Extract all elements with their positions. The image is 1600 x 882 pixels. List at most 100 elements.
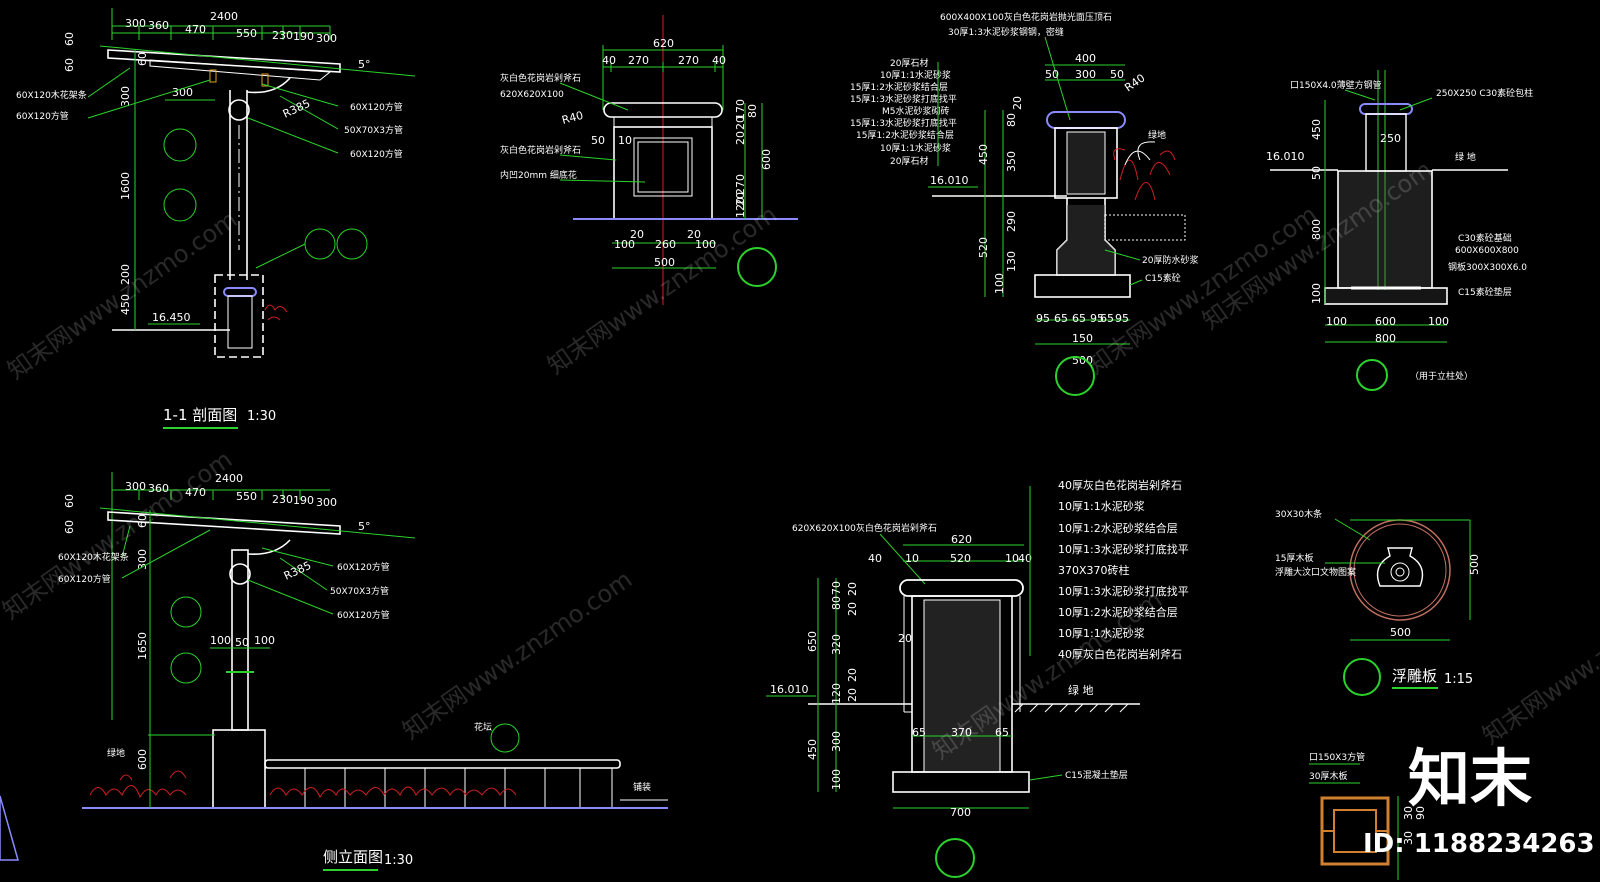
s1-scale: 1:30: [247, 409, 276, 424]
s5-dim-550: 550: [236, 490, 257, 503]
s1-dim-300b: 300: [316, 32, 337, 45]
s2-dr-20a: 20: [734, 131, 747, 145]
s3-layer-5: M5水泥砂浆砌砖: [882, 105, 950, 117]
s1-dim-l450: 450: [119, 294, 132, 315]
s1-note-l2: 60X120方管: [16, 110, 69, 122]
s4-d250: 250: [1380, 132, 1401, 145]
s1-dim-470: 470: [185, 23, 206, 36]
s5-green: 绿地: [107, 747, 125, 759]
watermark-text: 知末网www.znzmo.com: [2, 205, 242, 385]
s5-note-l2: 60X120方管: [58, 573, 111, 585]
s4-note-1: 口150X4.0薄壁方钢管: [1290, 79, 1382, 91]
s1-note-l1: 60X120木花架条: [16, 89, 87, 101]
s5-dm-100a: 100: [210, 634, 231, 647]
s2-note-2: 620X620X100: [500, 90, 564, 100]
s5-dl-1650: 1650: [136, 632, 149, 660]
s3-layer-3: 15厚1:2水泥砂浆结合层: [850, 81, 948, 93]
s2-dr-80: 80: [746, 104, 759, 118]
watermark-text: 知末网www.znzmo.com: [397, 565, 637, 745]
s6-dl-320: 320: [830, 634, 843, 655]
brand-id: ID: 1188234263: [1363, 829, 1595, 859]
s6-layer-1: 40厚灰白色花岗岩剁斧石: [1058, 478, 1182, 492]
s6-dl-100: 100: [830, 769, 843, 790]
s7-note-2: 15厚木板: [1275, 552, 1313, 564]
s5-dim-300a: 300: [125, 480, 146, 493]
s5-dim-total: 2400: [215, 472, 243, 485]
s4-dl-50: 50: [1310, 166, 1323, 180]
side-elevation-drawing: 300 360 470 550 230 190 300 2400 5° 绿地 花…: [0, 472, 668, 871]
s4-db-600: 600: [1375, 315, 1396, 328]
s6-dbi-65b: 65: [995, 726, 1009, 739]
s1-dim-230: 230: [272, 29, 293, 42]
s5-dm-100b: 100: [254, 634, 275, 647]
s5-title: 侧立面图: [323, 848, 383, 866]
s6-layer-notes: 40厚灰白色花岗岩剁斧石 10厚1:1水泥砂浆 10厚1:2水泥砂浆结合层 10…: [1058, 478, 1189, 661]
s4-db-100a: 100: [1326, 315, 1347, 328]
s1-dim-l60c: 60: [136, 52, 149, 66]
s7-scale: 1:15: [1444, 672, 1473, 687]
s1-dim-total: 2400: [210, 10, 238, 23]
s2-db-20a: 20: [630, 228, 644, 241]
s6-top-note: 620X620X100灰白色花岗岩剁斧石: [792, 522, 937, 534]
s7-title: 浮雕板: [1392, 667, 1437, 685]
s8-dim-30b: 30: [1402, 831, 1415, 845]
s6-c15: C15混凝土垫层: [1065, 769, 1128, 781]
s1-elev: 16.450: [152, 311, 191, 324]
s3-layer-9: 20厚石材: [890, 155, 928, 167]
s4-note-6: C15素砼垫层: [1458, 286, 1512, 298]
s5-note-r1: 60X120方管: [337, 561, 390, 573]
s4-caption: （用于立柱处）: [1410, 370, 1473, 382]
s3-dl-100: 100: [993, 273, 1006, 294]
s6-layer-3: 10厚1:2水泥砂浆结合层: [1058, 521, 1178, 535]
s2-dim-40a: 40: [602, 54, 616, 67]
s4-green: 绿 地: [1455, 151, 1476, 163]
s5-paving: 铺装: [633, 781, 651, 793]
s3-db-95a: 95: [1036, 312, 1050, 325]
s6-dl-80: 80: [830, 596, 843, 610]
s4-note-4: 600X600X800: [1455, 246, 1519, 256]
s5-note-r3: 60X120方管: [337, 609, 390, 621]
s4-note-5: 钢板300X300X6.0: [1448, 261, 1527, 273]
s1-note-r3: 60X120方管: [350, 148, 403, 160]
s6-dt-620: 620: [951, 533, 972, 546]
s6-dl-20c: 20: [846, 668, 859, 682]
s5-dim-300b: 300: [316, 496, 337, 509]
s6-dl-70: 70: [830, 581, 843, 595]
s8-note-2: 30厚木板: [1309, 770, 1347, 782]
s6-layer-5: 370X370砖柱: [1058, 563, 1130, 577]
s6-dbi-65a: 65: [912, 726, 926, 739]
s8-dim-30a: 30: [1402, 806, 1415, 820]
s5-scale: 1:30: [384, 853, 413, 868]
s2-dr-170: 170: [734, 99, 747, 120]
s6-dl-450: 450: [806, 739, 819, 760]
s2-db-260: 260: [655, 238, 676, 251]
column-footing-drawing: 16.010 绿 地 口150X4.0薄壁方钢管 250X250 C30素砼包柱…: [1266, 70, 1533, 391]
s6-layer-9: 40厚灰白色花岗岩剁斧石: [1058, 647, 1182, 661]
s3-dim-300: 300: [1075, 68, 1096, 81]
s4-db-100b: 100: [1428, 315, 1449, 328]
s1-note-r1: 60X120方管: [350, 101, 403, 113]
s5-dm-50: 50: [235, 636, 249, 649]
s3-layer-1: 20厚石材: [890, 57, 928, 69]
s7-d500h: 500: [1468, 554, 1481, 575]
s5-dim-360: 360: [148, 482, 169, 495]
s3-top-note-2: 30厚1:3水泥砂浆钢钢，密缝: [948, 26, 1064, 38]
s2-d10: 10: [618, 134, 632, 147]
s4-elev: 16.010: [1266, 150, 1305, 163]
s5-dl-60b: 60: [63, 494, 76, 508]
s6-green: 绿 地: [1068, 683, 1094, 697]
s2-note-1: 灰白色花岗岩剁斧石: [500, 72, 581, 84]
s2-dr-20b: 20: [734, 116, 747, 130]
s5-note-r2: 50X70X3方管: [330, 585, 389, 597]
s6-dl-20d: 20: [846, 688, 859, 702]
s3-dim-50b: 50: [1110, 68, 1124, 81]
s1-angle: 5°: [358, 58, 371, 71]
s1-dim-360: 360: [148, 19, 169, 32]
relief-panel-drawing: 500 500 30X30木条 15厚木板 浮雕大汶口文物图案 浮雕板 1:15: [1275, 508, 1481, 696]
s2-dim-270b: 270: [678, 54, 699, 67]
s4-note-3: C30素砼基础: [1458, 232, 1512, 244]
s2-dr-20c: 20: [734, 192, 747, 206]
s2-dr-600: 600: [760, 149, 773, 170]
s7-note-1: 30X30木条: [1275, 508, 1322, 520]
s3-dl-290: 290: [1005, 211, 1018, 232]
